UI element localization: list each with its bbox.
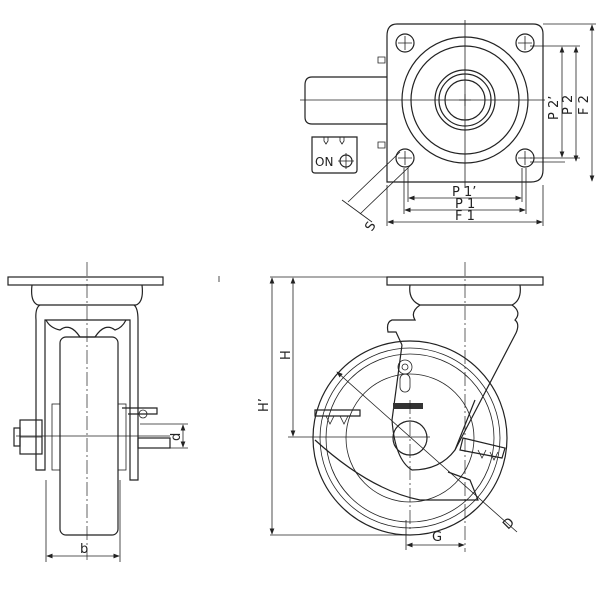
brake-on-plate: ON <box>311 136 358 174</box>
front-view: H H’ G D <box>257 262 544 552</box>
brake-lever <box>304 76 387 125</box>
side-view: d b <box>7 262 188 562</box>
front-brake-plate <box>314 409 506 459</box>
dim-g: G <box>432 530 442 545</box>
brand-plate <box>393 403 423 409</box>
dim-f2: F 2 <box>577 95 592 115</box>
top-view: ON P 2’ P 2 F 2 P 1’ P 1 F 1 S <box>300 20 596 234</box>
dim-h-prime: H’ <box>257 398 272 412</box>
top-plate <box>386 23 544 183</box>
dim-p2-prime: P 2’ <box>547 96 562 120</box>
dim-p1-prime: P 1’ <box>452 185 476 200</box>
dim-d-small: d <box>169 433 184 441</box>
dim-b: b <box>80 542 88 557</box>
dim-p2: P 2 <box>561 95 576 115</box>
side-fork <box>35 304 139 481</box>
side-top-plate <box>7 276 164 286</box>
dim-p1: P 1 <box>455 197 475 212</box>
brake-on-label: ON <box>315 155 333 169</box>
dim-f1: F 1 <box>455 209 475 224</box>
side-brake-pedal <box>137 437 171 449</box>
dim-h: H <box>279 350 294 360</box>
